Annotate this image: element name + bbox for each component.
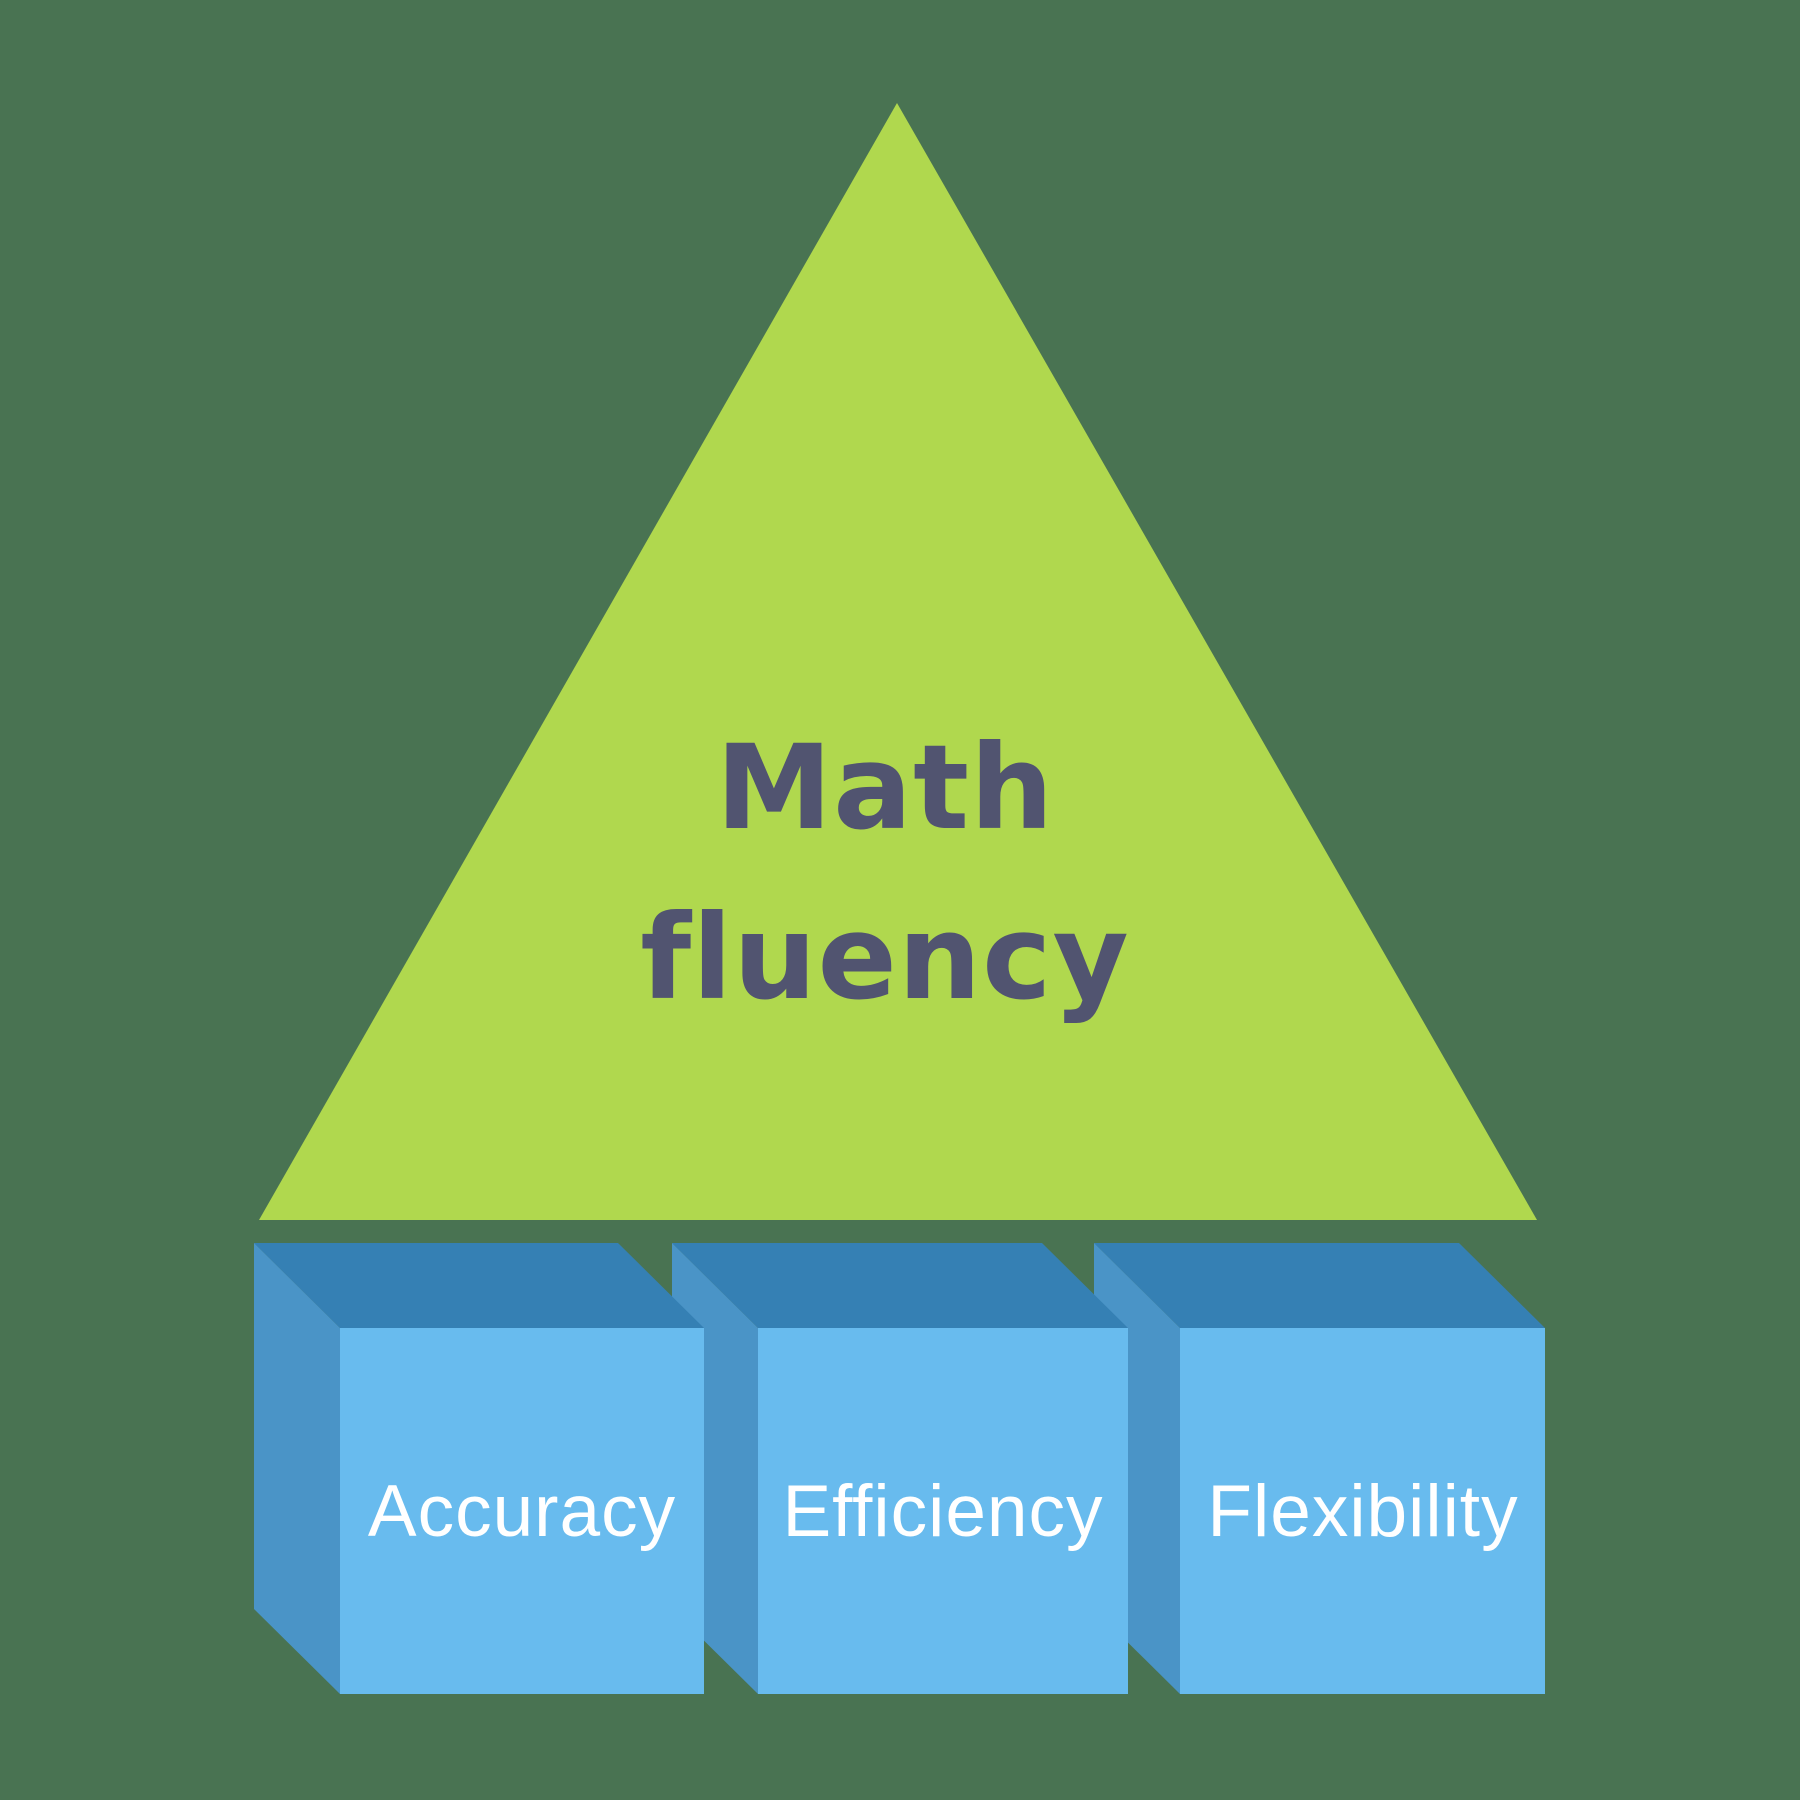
pyramid-title-group: Math fluency: [640, 719, 1130, 1026]
pyramid-title-line2: fluency: [640, 889, 1130, 1026]
block-accuracy-top-face: [254, 1243, 704, 1328]
block-flexibility-front-face: [1180, 1328, 1545, 1694]
block-label-accuracy: Accuracy: [368, 1471, 676, 1552]
block-efficiency: Efficiency: [672, 1243, 1128, 1694]
block-label-efficiency: Efficiency: [782, 1471, 1103, 1552]
pyramid-triangle: [259, 103, 1537, 1220]
block-accuracy-side-face: [254, 1243, 340, 1694]
block-accuracy-front-face: [340, 1328, 704, 1694]
block-flexibility: Flexibility: [1094, 1243, 1545, 1694]
block-efficiency-top-face: [672, 1243, 1128, 1328]
block-efficiency-front-face: [758, 1328, 1128, 1694]
pyramid-title-line1: Math: [716, 719, 1055, 856]
block-flexibility-top-face: [1094, 1243, 1545, 1328]
block-accuracy: Accuracy: [254, 1243, 704, 1694]
block-label-flexibility: Flexibility: [1207, 1471, 1518, 1552]
